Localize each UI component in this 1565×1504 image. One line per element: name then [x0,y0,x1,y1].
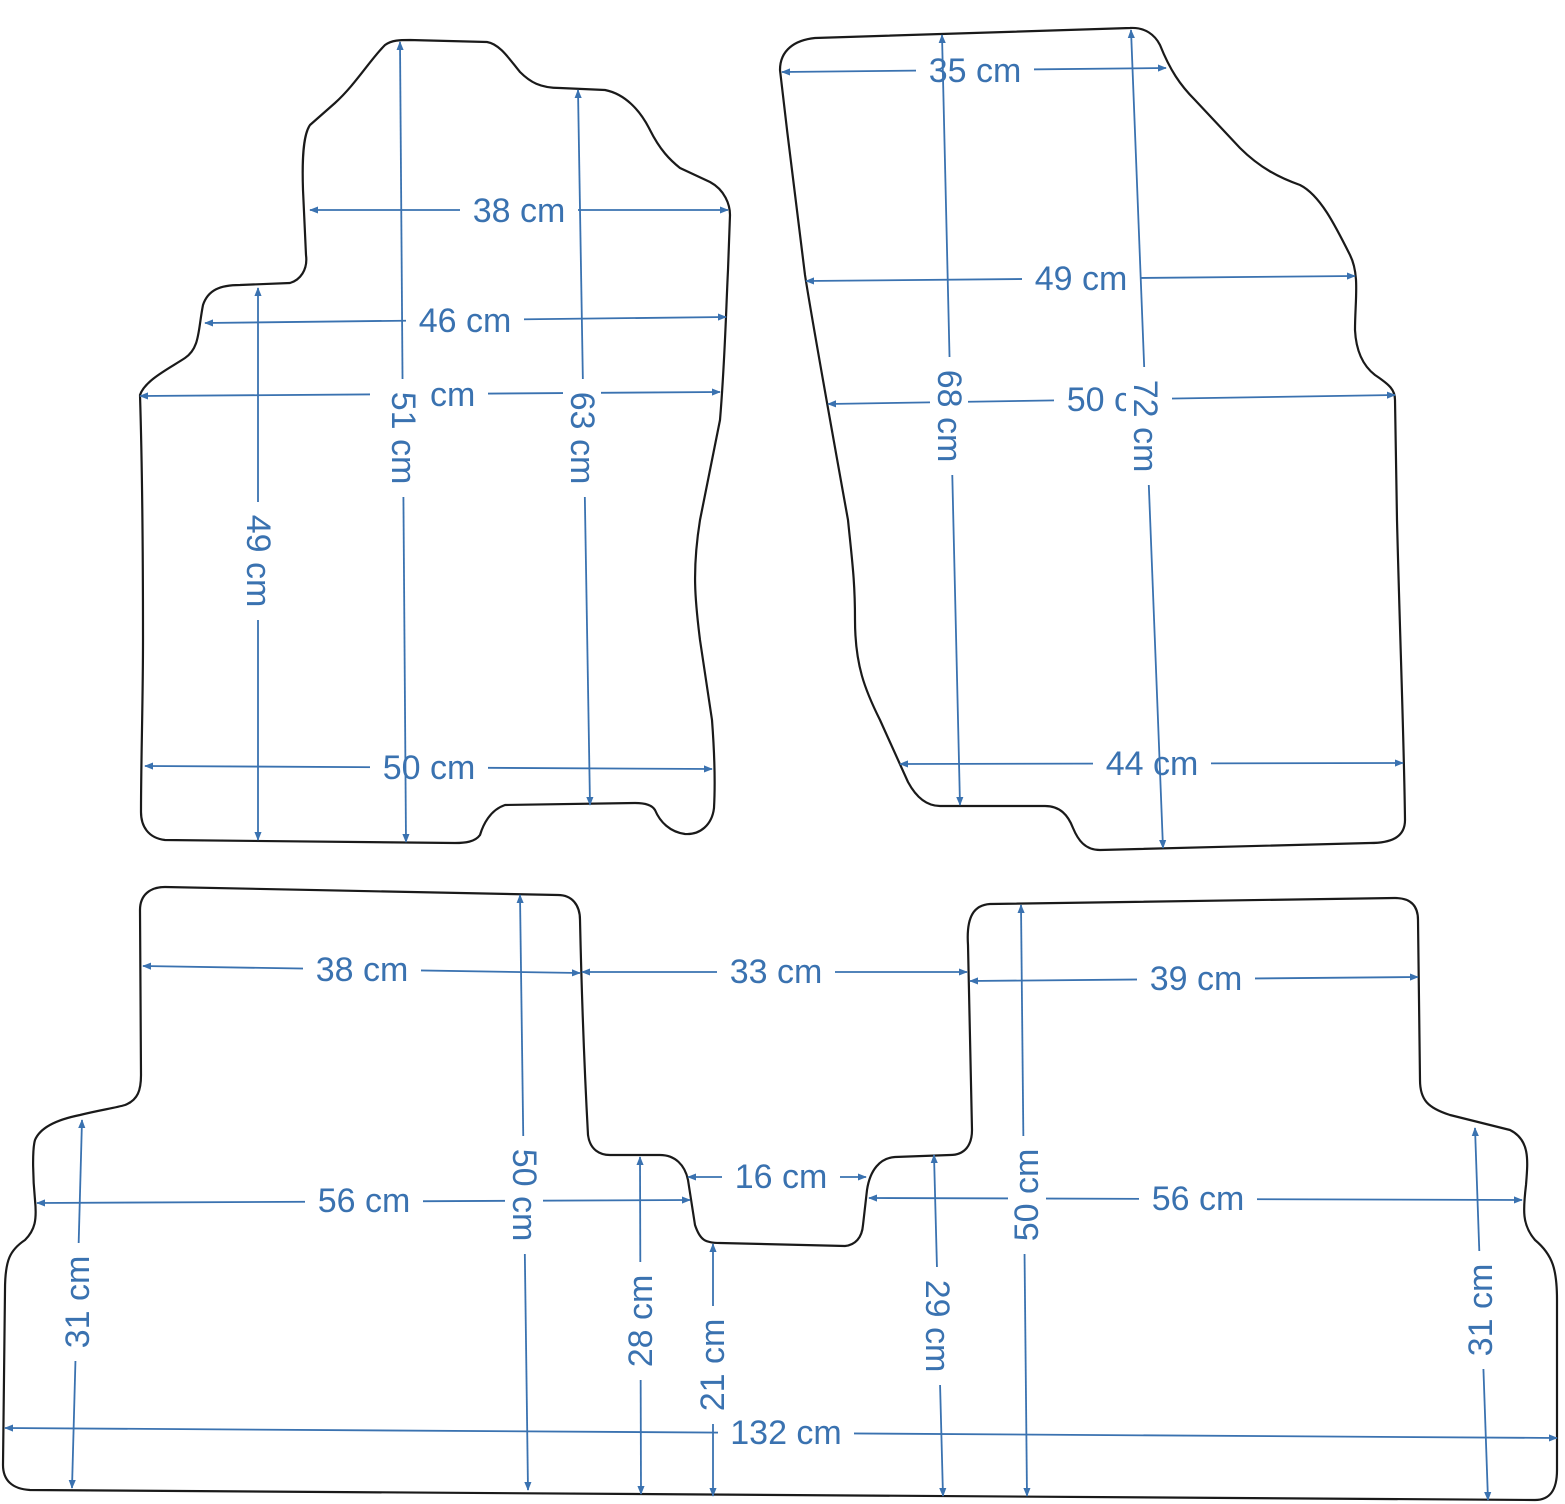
front-right-mat-outline [778,26,1407,852]
dim-front-left-width-upper: 46 cm [204,302,727,340]
dim-front-left-height-left: 49 cm [239,287,277,841]
dim-rear-height-left-step: 28 cm [622,1156,660,1495]
dim-label: 44 cm [1106,745,1199,783]
dim-label: 39 cm [1150,960,1243,998]
dim-rear-height-right-seat: 50 cm [1008,904,1046,1497]
dim-label: 21 cm [694,1319,732,1412]
dim-front-right-height-right: 72 cm [1126,29,1167,849]
dim-front-right-height-left: 68 cm [930,34,968,806]
dim-label: 29 cm [918,1280,956,1373]
dim-front-right-width-upper: 49 cm [805,260,1356,298]
dim-label: 72 cm [1126,380,1164,473]
dim-rear-total-width: 132 cm [4,1414,1558,1452]
dim-label: 38 cm [473,192,566,230]
dim-label: 38 cm [316,951,409,989]
dim-label: 28 cm [622,1275,660,1368]
dim-label: 68 cm [930,370,968,463]
dim-rear-tunnel-width: 16 cm [687,1158,867,1196]
dim-rear-width-right-middle: 56 cm [868,1180,1523,1218]
dim-rear-height-right-edge: 31 cm [1462,1127,1500,1501]
front-left-mat-outline [138,38,732,845]
dim-label: 50 cm [505,1149,543,1242]
dim-front-left-height-center: 51 cm [384,41,422,843]
dim-label: 49 cm [239,515,277,608]
dim-label: 132 cm [730,1414,842,1452]
dim-rear-height-right-step: 29 cm [918,1154,956,1497]
dim-front-left-height-right: 63 cm [563,89,601,806]
rear-mat-dimensions: 38 cm 33 cm 39 cm 56 cm 16 cm 56 cm [4,894,1558,1501]
front-left-mat-dimensions: 38 cm 46 cm 52 cm 50 cm 49 cm 51 cm [139,41,729,843]
dim-label: 51 cm [384,392,422,485]
dim-label: 63 cm [563,392,601,485]
dim-label: 56 cm [1152,1180,1245,1218]
dim-label: 49 cm [1035,260,1128,298]
dim-label: 50 cm [383,749,476,787]
dim-rear-width-center-top: 33 cm [581,953,968,991]
front-right-mat-dimensions: 35 cm 49 cm 50 cm 44 cm 68 cm 72 cm [781,29,1404,849]
dim-rear-height-left-edge: 31 cm [59,1119,97,1489]
dim-label: 50 cm [1008,1149,1046,1242]
dim-label: 46 cm [419,302,512,340]
dim-label: 16 cm [735,1158,828,1196]
dim-rear-height-tunnel: 21 cm [694,1243,732,1497]
dim-front-left-width-top: 38 cm [309,191,729,230]
dim-label: 31 cm [1462,1264,1500,1357]
dim-rear-width-left-top: 38 cm [142,951,581,989]
dim-rear-height-left-seat: 50 cm [505,894,543,1491]
dim-label: 33 cm [730,953,823,991]
dim-rear-width-left-middle: 56 cm [36,1182,691,1220]
dim-front-left-width-bottom: 50 cm [144,749,713,787]
dim-label: 56 cm [318,1182,411,1220]
dim-rear-width-right-top: 39 cm [969,960,1419,998]
rear-mat-outline [1,885,1559,1502]
dim-label: 31 cm [59,1256,97,1349]
